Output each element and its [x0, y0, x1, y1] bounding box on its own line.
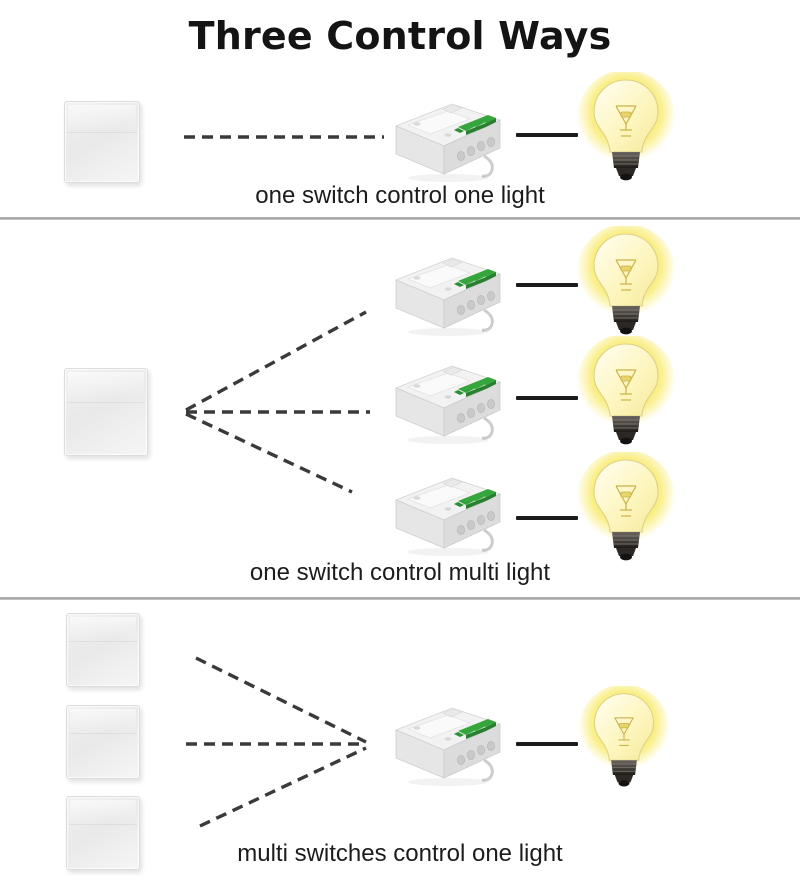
relay-module-s2-a[interactable]	[386, 252, 504, 338]
wire-relay-to-bulb-s1	[516, 133, 578, 137]
section-divider-1	[0, 217, 800, 220]
caption-section-2: one switch control multi light	[249, 559, 551, 586]
wire-relay-to-bulb-s2-a	[516, 283, 578, 287]
light-bulb-s3	[576, 686, 672, 792]
sidebar-item-switch-s2[interactable]	[64, 368, 148, 456]
page-title: Three Control Ways	[188, 14, 612, 58]
wire-relay-to-bulb-s3	[516, 742, 578, 746]
caption-section-1: one switch control one light	[255, 182, 545, 209]
light-bulb-s2-c	[574, 452, 678, 566]
wire-relay-to-bulb-s2-c	[516, 516, 578, 520]
light-bulb-s2-a	[574, 226, 678, 340]
wire-relay-to-bulb-s2-b	[516, 396, 578, 400]
section-divider-2	[0, 597, 800, 600]
relay-module-s3[interactable]	[386, 702, 504, 788]
sidebar-item-switch-s3-a[interactable]	[66, 613, 140, 687]
sidebar-item-switch-s3-b[interactable]	[66, 705, 140, 779]
light-bulb-s1	[574, 72, 678, 186]
relay-module-s1[interactable]	[386, 98, 504, 184]
relay-module-s2-b[interactable]	[386, 360, 504, 446]
light-bulb-s2-b	[574, 336, 678, 450]
sidebar-item-switch-s1[interactable]	[64, 101, 140, 183]
relay-module-s2-c[interactable]	[386, 472, 504, 558]
sidebar-item-switch-s3-c[interactable]	[66, 796, 140, 870]
caption-section-3: multi switches control one light	[237, 840, 563, 867]
